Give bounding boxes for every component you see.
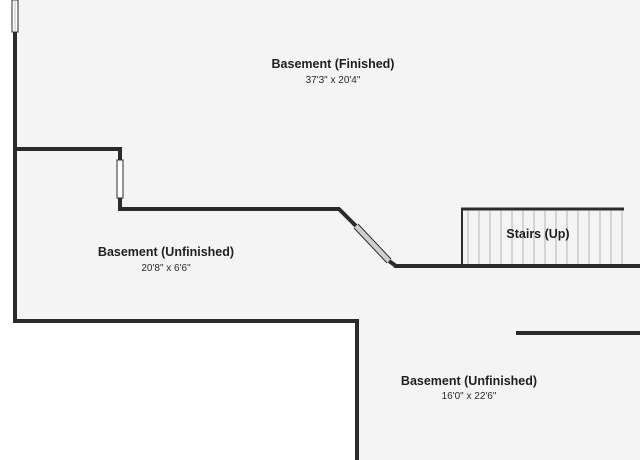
angled-door-edge-a: [353, 227, 388, 264]
room-dim-unfinished-left: 20'8" x 6'6": [141, 263, 191, 274]
room-name-finished: Basement (Finished): [272, 57, 395, 71]
stair-treads: [467, 211, 623, 264]
angled-door-edge-b: [357, 223, 392, 260]
room-name-unfinished-left: Basement (Unfinished): [98, 245, 234, 259]
angled-door-opening: [354, 224, 391, 263]
room-name-unfinished-right: Basement (Unfinished): [401, 374, 537, 388]
stairs: Stairs (Up): [461, 207, 624, 266]
room-dim-unfinished-right: 16'0" x 22'6": [442, 391, 497, 402]
floor-area: [16, 0, 640, 460]
doorway-frame: [116, 159, 124, 199]
stairs-label: Stairs (Up): [506, 227, 569, 241]
room-dim-finished: 37'3" x 20'4": [306, 75, 361, 86]
wall-angled: [337, 207, 358, 228]
